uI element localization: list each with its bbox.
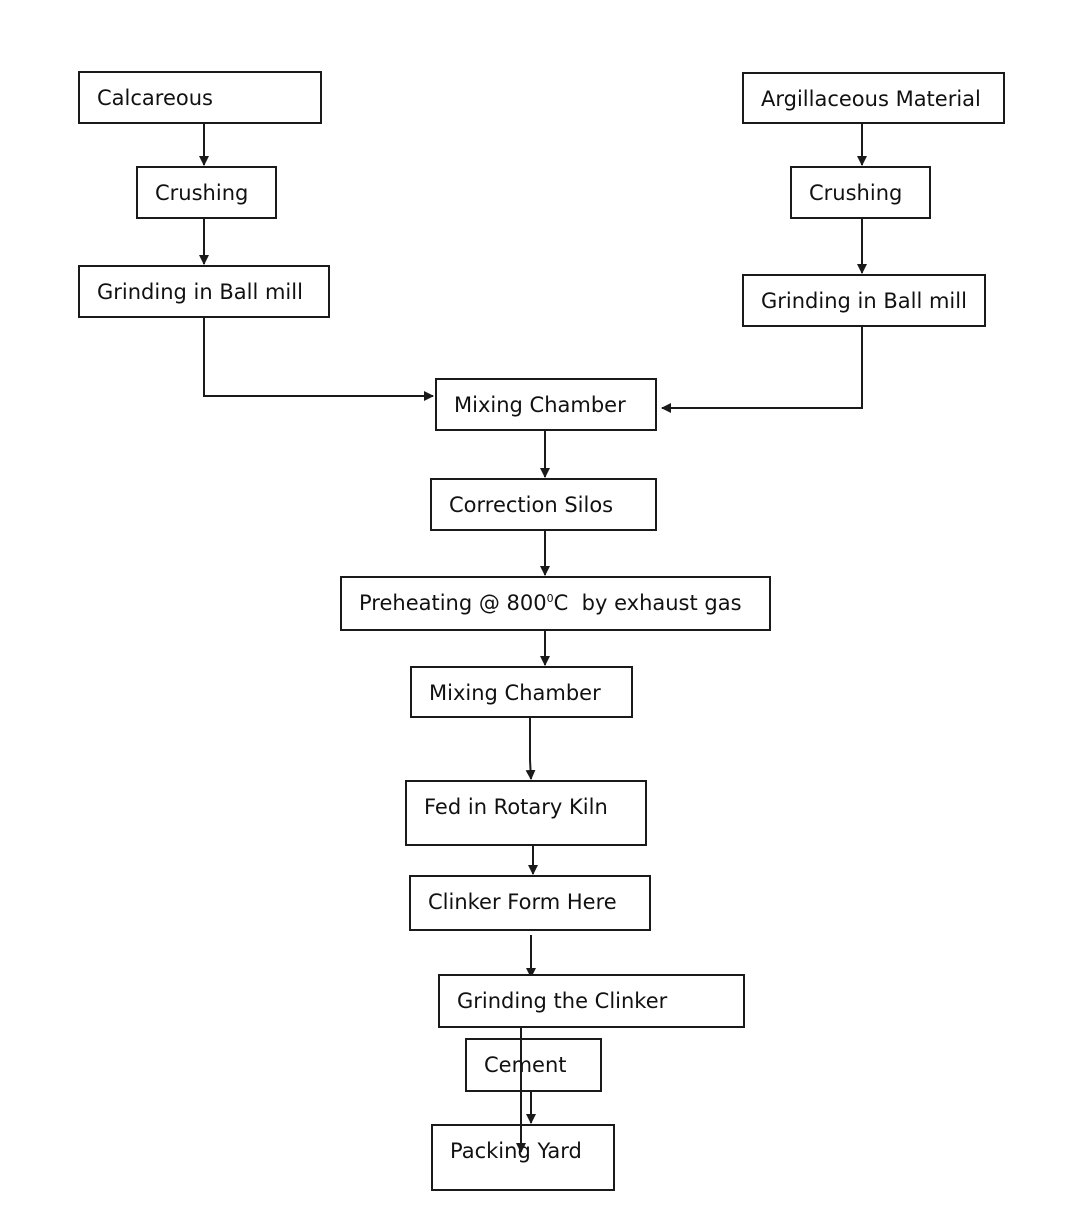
node-label: Packing Yard <box>450 1139 582 1163</box>
node-clinker-form: Clinker Form Here <box>409 875 651 931</box>
node-packing-yard: Packing Yard <box>431 1124 615 1191</box>
preheating-text-suffix: C by exhaust gas <box>553 591 742 615</box>
node-label: Argillaceous Material <box>761 87 981 111</box>
node-label: Calcareous <box>97 86 213 110</box>
node-label: Mixing Chamber <box>429 681 601 705</box>
arrow-grinding-right-to-mixing <box>661 327 863 413</box>
node-label: Crushing <box>809 181 903 205</box>
node-preheating: Preheating @ 8000C by exhaust gas <box>340 576 771 631</box>
node-cement: Cement <box>465 1038 602 1092</box>
node-label: Grinding in Ball mill <box>761 289 967 313</box>
node-label: Clinker Form Here <box>428 890 617 914</box>
arrow-mixing-2-to-kiln <box>525 718 536 780</box>
node-grinding-clinker: Grinding the Clinker <box>438 974 745 1028</box>
node-label: Preheating @ 8000C by exhaust gas <box>359 591 742 615</box>
node-label: Grinding the Clinker <box>457 989 668 1013</box>
node-grinding-right: Grinding in Ball mill <box>742 274 986 327</box>
preheating-text: Preheating @ 800 <box>359 591 547 615</box>
node-label: Cement <box>484 1053 567 1077</box>
node-label: Correction Silos <box>449 493 614 517</box>
node-correction-silos: Correction Silos <box>430 478 657 531</box>
node-mixing-chamber-2: Mixing Chamber <box>410 666 633 718</box>
arrow-grinding-left-to-mixing <box>203 318 434 401</box>
node-mixing-chamber-1: Mixing Chamber <box>435 378 657 431</box>
node-label: Mixing Chamber <box>454 393 626 417</box>
node-rotary-kiln: Fed in Rotary Kiln <box>405 780 647 846</box>
node-crushing-right: Crushing <box>790 166 931 219</box>
node-argillaceous: Argillaceous Material <box>742 72 1005 124</box>
node-label: Grinding in Ball mill <box>97 280 303 304</box>
node-grinding-left: Grinding in Ball mill <box>78 265 330 318</box>
node-crushing-left: Crushing <box>136 166 277 219</box>
node-label: Fed in Rotary Kiln <box>424 795 608 819</box>
node-calcareous: Calcareous <box>78 71 322 124</box>
node-label: Crushing <box>155 181 249 205</box>
degree-superscript: 0 <box>546 592 554 605</box>
